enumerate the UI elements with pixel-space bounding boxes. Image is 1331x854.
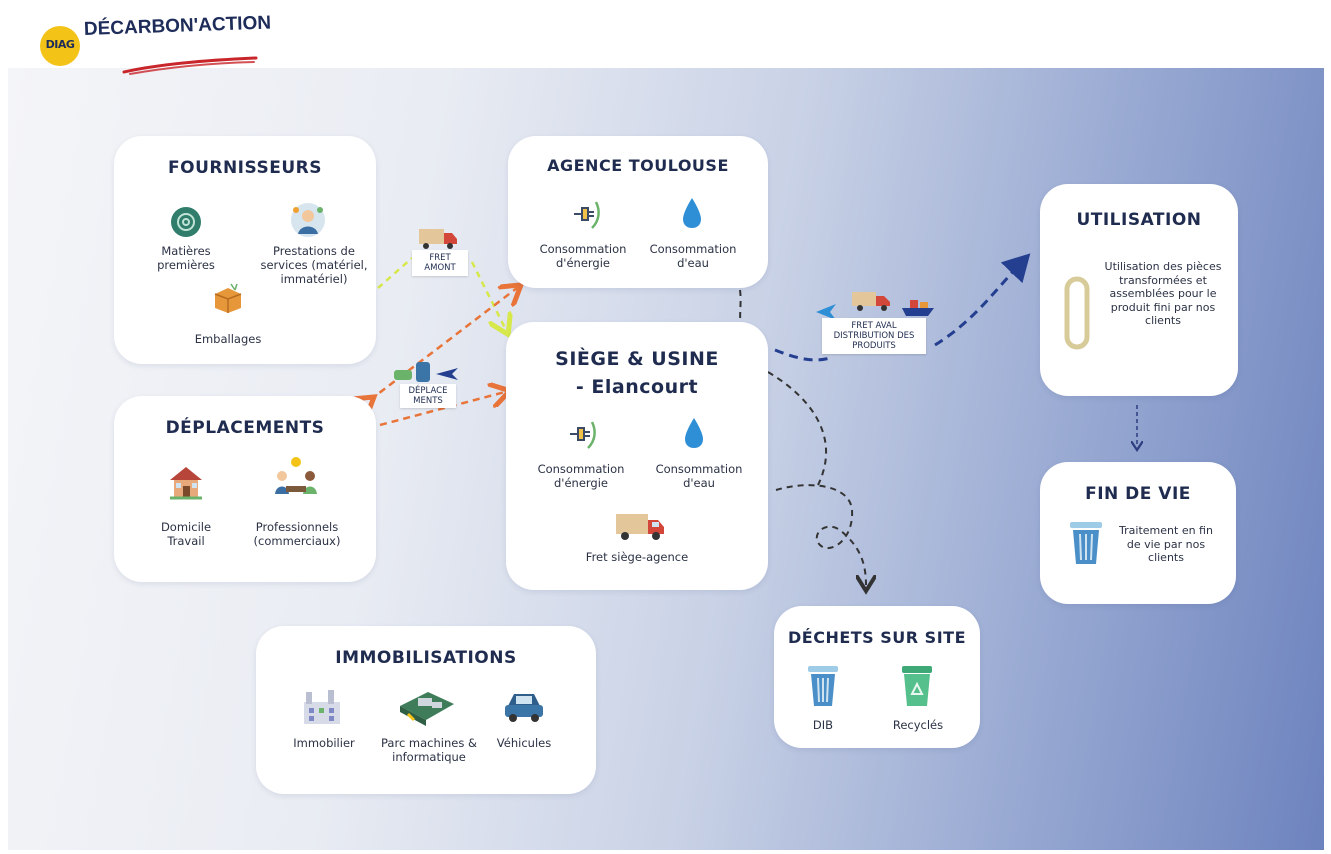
- house-icon: [170, 467, 202, 500]
- siege-item-energie: Consommation d'énergie: [537, 462, 625, 490]
- dechets-item-recycles: Recyclés: [892, 718, 944, 732]
- card-fin-de-vie: FIN DE VIE Traitement en fin de vie par …: [1040, 462, 1236, 604]
- part-capsule-icon: [1064, 276, 1090, 350]
- deplacements-title: DÉPLACEMENTS: [165, 418, 325, 438]
- agence-item-eau: Consommation d'eau: [649, 242, 737, 270]
- dechets-item-dib: DIB: [812, 718, 834, 732]
- agence-title: AGENCE TOULOUSE: [547, 156, 729, 175]
- siege-item-eau: Consommation d'eau: [655, 462, 743, 490]
- energy-plug-icon: [574, 201, 600, 229]
- water-drop-icon: [683, 198, 701, 228]
- siege-item-fret: Fret siège-agence: [585, 550, 689, 564]
- fin-de-vie-title: FIN DE VIE: [1085, 484, 1191, 504]
- card-agence-toulouse: AGENCE TOULOUSE Consommation d'énergie C…: [508, 136, 768, 288]
- packaging-box-icon: [214, 283, 242, 313]
- truck-icon: [616, 514, 664, 540]
- trash-bin-icon: [1070, 522, 1102, 564]
- card-fournisseurs: FOURNISSEURS Matières premières Prestati…: [114, 136, 376, 364]
- immobilisations-item-immobilier: Immobilier: [293, 736, 355, 750]
- deplacements-item-domicile: Domicile Travail: [160, 520, 212, 548]
- logo-underline: [122, 56, 258, 75]
- meeting-people-icon: [275, 457, 317, 494]
- arrow-fret-aval: [774, 348, 831, 362]
- fournisseurs-title: FOURNISSEURS: [168, 158, 322, 178]
- truck-icon: [419, 229, 457, 249]
- arrow-siege-dechets: [767, 371, 828, 486]
- energy-plug-icon: [570, 421, 596, 449]
- arrow-deplacements-agence: [370, 288, 517, 400]
- car-icon: [505, 694, 543, 722]
- raw-materials-icon: [171, 207, 201, 237]
- water-drop-icon: [685, 418, 703, 448]
- deplacements-item-professionnels: Professionnels (commerciaux): [253, 520, 341, 548]
- card-siege-usine: SIÈGE & USINE - Elancourt Consommation d…: [506, 322, 768, 590]
- recycling-bin-icon: [902, 666, 932, 706]
- logo-badge-text: DIAG: [45, 38, 75, 51]
- diag-badge: DIAG: [40, 26, 80, 66]
- agence-item-energie: Consommation d'énergie: [539, 242, 627, 270]
- tag-deplacements: DÉPLACE MENTS: [400, 384, 456, 408]
- arrow-fret-amont: [377, 257, 413, 289]
- machines-icon: [400, 692, 454, 726]
- immobilisations-item-vehicules: Véhicules: [496, 736, 552, 750]
- utilisation-text: Utilisation des pièces transformées et a…: [1104, 260, 1222, 327]
- dib-bin-icon: [808, 666, 838, 706]
- fournisseurs-item-matieres: Matières premières: [157, 244, 215, 272]
- arrow-deplacements-siege: [379, 392, 505, 427]
- plane-truck-ship-icon: [816, 292, 934, 320]
- services-person-icon: [291, 203, 325, 237]
- fin-de-vie-text: Traitement en fin de vie par nos clients: [1119, 524, 1213, 564]
- dechets-title: DÉCHETS SUR SITE: [787, 628, 966, 647]
- card-deplacements: DÉPLACEMENTS Domicile Travail Profession…: [114, 396, 376, 582]
- immobilisations-item-machines: Parc machines & informatique: [381, 736, 477, 764]
- card-utilisation: UTILISATION Utilisation des pièces trans…: [1040, 184, 1238, 396]
- fournisseurs-item-prestations: Prestations de services (matériel, immat…: [260, 244, 368, 286]
- fournisseurs-item-emballages: Emballages: [194, 332, 262, 346]
- card-dechets: DÉCHETS SUR SITE DIB Recyclés: [774, 606, 980, 748]
- utilisation-title: UTILISATION: [1076, 210, 1202, 230]
- tag-fret-amont: FRET AMONT: [412, 250, 468, 276]
- siege-title-line2: - Elancourt: [575, 376, 699, 398]
- tag-fret-aval: FRET AVAL DISTRIBUTION DES PRODUITS: [822, 318, 926, 354]
- travel-modes-icon: [394, 362, 458, 382]
- factory-icon: [304, 690, 340, 724]
- immobilisations-title: IMMOBILISATIONS: [335, 648, 517, 668]
- card-immobilisations: IMMOBILISATIONS Immobilier Parc machines…: [256, 626, 596, 794]
- siege-title-line1: SIÈGE & USINE: [555, 348, 719, 370]
